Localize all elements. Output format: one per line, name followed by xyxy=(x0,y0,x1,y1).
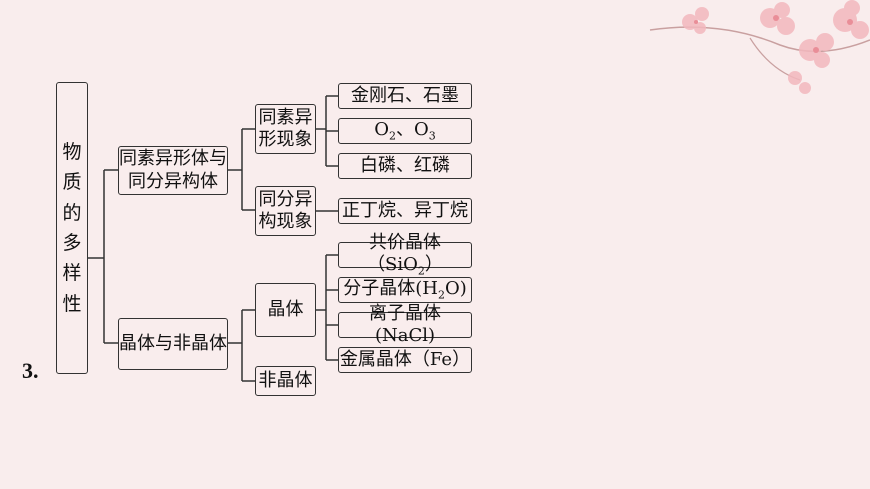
subscript: 2 xyxy=(417,264,425,278)
leaf-text: O xyxy=(374,118,389,140)
root-char: 性 xyxy=(62,292,82,315)
node-isomerism: 同分异 构现象 xyxy=(255,186,316,236)
leaf-text: 共价晶体（SiO xyxy=(367,231,441,276)
node-label: 晶体与非晶体 xyxy=(119,332,227,354)
node-crystal: 晶体 xyxy=(255,283,316,337)
leaf-label: 分子晶体(H2O) xyxy=(343,278,467,302)
node-noncrystal: 非晶体 xyxy=(255,366,316,396)
node-allotrope-isomer: 同素异形体与 同分异构体 xyxy=(118,146,228,195)
leaf-label: 正丁烷、异丁烷 xyxy=(342,199,468,221)
leaf-covalent-crystal: 共价晶体（SiO2） xyxy=(338,232,472,278)
root-char: 质 xyxy=(62,171,82,194)
subscript: 3 xyxy=(428,129,436,143)
node-label: 晶体 xyxy=(267,298,304,320)
leaf-butane-isobutane: 正丁烷、异丁烷 xyxy=(338,198,472,224)
leaf-label: 离子晶体(NaCl) xyxy=(369,302,441,347)
node-allotropy: 同素异 形现象 xyxy=(255,104,316,154)
root-node: 物 质 的 多 样 性 xyxy=(56,82,88,374)
leaf-ionic-crystal: 离子晶体(NaCl) xyxy=(338,303,472,346)
leaf-text: O) xyxy=(444,277,467,299)
leaf-diamond-graphite: 金刚石、石墨 xyxy=(338,83,472,109)
node-line: 构现象 xyxy=(258,211,313,232)
root-char: 物 xyxy=(62,140,82,163)
leaf-text: ） xyxy=(424,254,443,276)
node-line: 形现象 xyxy=(258,129,313,150)
leaf-metallic-crystal: 金属晶体（Fe） xyxy=(338,347,472,373)
leaf-label: O2、O3 xyxy=(374,119,436,143)
leaf-label: 白磷、红磷 xyxy=(360,154,450,176)
node-line: 同素异 xyxy=(258,106,313,128)
node-label: 非晶体 xyxy=(258,369,313,391)
leaf-molecular-crystal: 分子晶体(H2O) xyxy=(338,277,472,303)
leaf-white-red-phosphorus: 白磷、红磷 xyxy=(338,153,472,179)
cherry-blossom-decoration xyxy=(649,0,870,94)
leaf-label: 共价晶体（SiO2） xyxy=(339,232,471,279)
section-number: 3. xyxy=(22,358,39,383)
subscript: 2 xyxy=(389,129,396,143)
subscript: 2 xyxy=(437,288,445,302)
leaf-label: 金刚石、石墨 xyxy=(351,84,459,106)
node-line: 同分异 xyxy=(258,188,313,210)
leaf-text: 、O xyxy=(396,118,429,140)
leaf-text: 分子晶体(H xyxy=(343,277,438,299)
root-char: 样 xyxy=(62,262,82,285)
leaf-o2-o3: O2、O3 xyxy=(338,118,472,144)
node-line: 同分异构体 xyxy=(128,170,218,192)
node-line: 同素异形体与 xyxy=(119,148,227,169)
root-char: 的 xyxy=(62,201,82,224)
leaf-label: 金属晶体（Fe） xyxy=(339,348,471,370)
root-char: 多 xyxy=(62,232,82,254)
node-crystal-noncrystal: 晶体与非晶体 xyxy=(118,318,228,370)
